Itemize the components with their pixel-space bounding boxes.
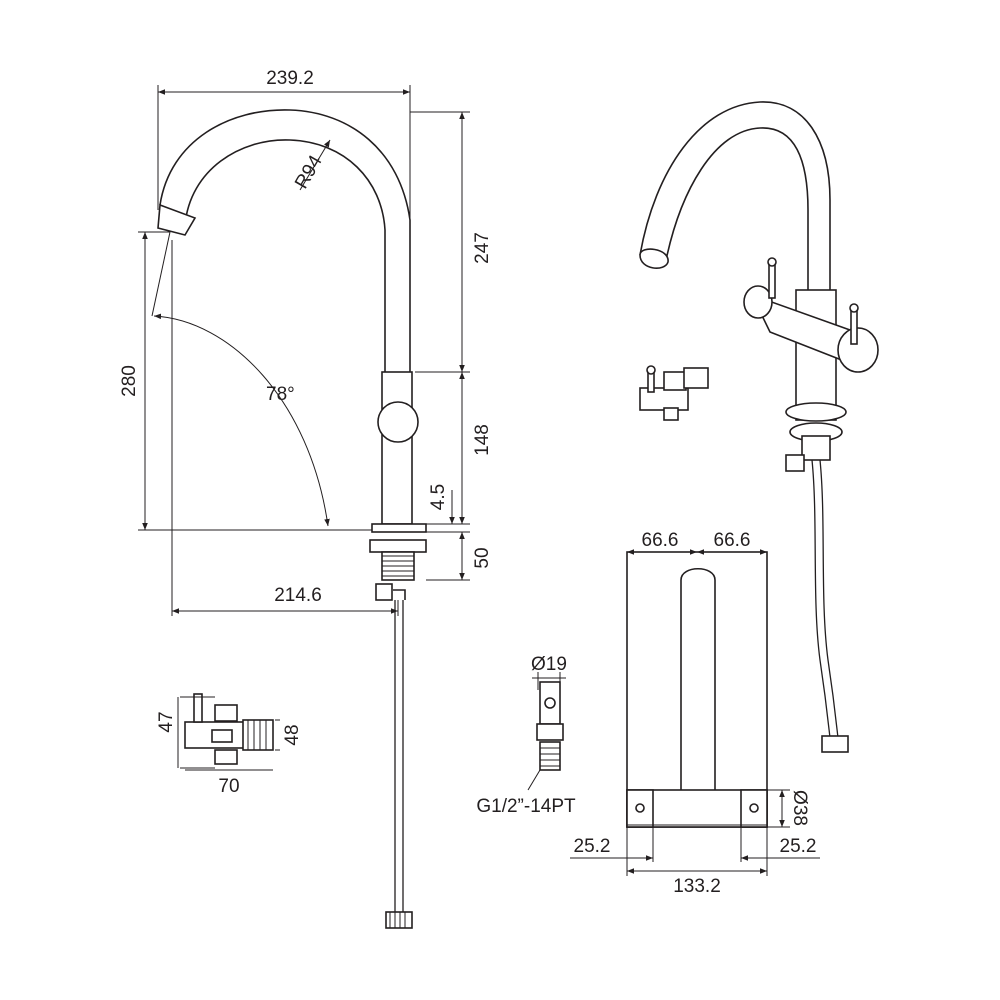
- dim-handle-diameter: Ø38: [789, 790, 810, 826]
- dim-connector-diameter: Ø19: [531, 654, 567, 675]
- persp-hose-nut: [785, 454, 805, 472]
- base-flange: [369, 539, 427, 553]
- valve-perspective-view: [639, 365, 709, 421]
- hose-nut: [375, 583, 393, 601]
- connector-thread: [539, 741, 561, 771]
- dim-body-height: 148: [472, 424, 493, 456]
- base-plate: [371, 523, 427, 533]
- dim-top-total-width: 133.2: [673, 876, 721, 897]
- dim-spout-height-upper: 247: [472, 232, 493, 264]
- dim-spout-radius: R94: [291, 151, 327, 192]
- persp-hose-left: [811, 459, 831, 739]
- valve-outlet: [211, 729, 233, 743]
- persp-handle-left-end: [743, 285, 773, 319]
- connector-nut: [536, 723, 564, 741]
- dim-side-offset-left: 25.2: [574, 836, 611, 857]
- dim-valve-width: 70: [218, 776, 239, 797]
- valve-persp-outlet: [663, 371, 687, 391]
- persp-spout-inner: [664, 127, 809, 290]
- side-elevation-view: 239.2 R94 247 148 4.5 50 280 78°: [119, 68, 493, 929]
- valve-top-nut: [214, 704, 238, 722]
- spout-inner: [184, 139, 386, 372]
- angle-valve-view: 47 48 70: [156, 693, 303, 797]
- dim-spout-reach-top: 239.2: [266, 68, 314, 89]
- dim-total-height: 280: [119, 365, 140, 397]
- dim-top-half-left: 66.6: [642, 530, 679, 551]
- hose-top: [393, 589, 406, 600]
- persp-lever-left: [768, 261, 776, 299]
- connector-view: Ø19 G1/2”-14PT: [476, 654, 576, 817]
- dim-spout-reach-bottom: 214.6: [274, 585, 322, 606]
- persp-shank: [801, 435, 831, 461]
- persp-hose-right: [819, 459, 839, 739]
- persp-handle-end: [837, 327, 879, 373]
- spout-outer: [159, 109, 411, 372]
- dim-top-half-right: 66.6: [714, 530, 751, 551]
- valve-persp-bottom: [663, 407, 679, 421]
- angle-arc: [153, 313, 330, 527]
- persp-spout-tip: [639, 248, 669, 269]
- perspective-view: [639, 101, 879, 753]
- persp-spout-outer: [639, 101, 831, 290]
- dim-side-offset-right: 25.2: [780, 836, 817, 857]
- tap-body: [381, 371, 413, 525]
- dim-swivel-angle: 78°: [266, 384, 295, 405]
- persp-base-ring: [785, 402, 847, 422]
- persp-body: [795, 289, 837, 421]
- dim-mount-shank: 50: [472, 547, 493, 568]
- handle-knob: [377, 401, 419, 443]
- valve-persp-inlet: [683, 367, 709, 389]
- persp-hose-end: [821, 735, 849, 753]
- spout-tip: [157, 203, 197, 236]
- top-view: 66.6 66.6 25.2 25.2 133.2 Ø38: [570, 530, 820, 897]
- valve-bottom-nut: [214, 749, 238, 765]
- dim-thread-spec: G1/2”-14PT: [476, 796, 576, 817]
- valve-stem: [193, 693, 203, 723]
- dim-base-thickness: 4.5: [428, 484, 449, 510]
- top-view-spout: [680, 567, 716, 827]
- dim-valve-height-a: 47: [156, 711, 177, 732]
- dim-valve-height-b: 48: [282, 724, 303, 745]
- persp-lever-right: [850, 307, 858, 345]
- thread-lines: [382, 555, 414, 577]
